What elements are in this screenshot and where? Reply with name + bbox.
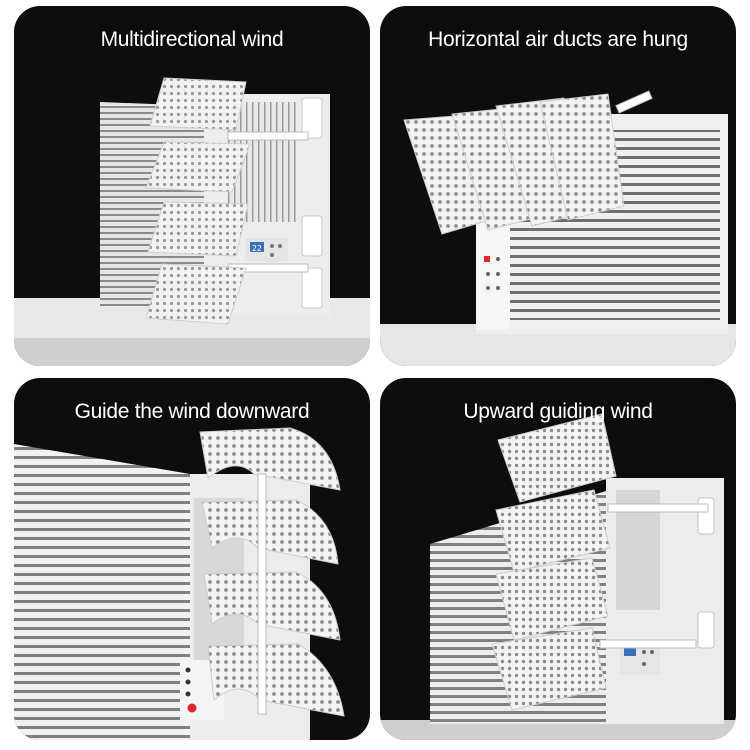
panel-upward-guiding: Upward guiding wind [380, 378, 736, 740]
panel-caption: Guide the wind downward [74, 400, 310, 423]
air-conditioner-illustration [14, 427, 345, 740]
panel-caption: Multidirectional wind [100, 28, 284, 51]
panel-multidirectional-wind: Multidirectional wind [14, 6, 370, 366]
perforated-deflector-icon [199, 427, 345, 717]
panel-horizontal-ducts: Horizontal air ducts are hung [380, 6, 736, 366]
control-panel-icon: 22 [246, 238, 288, 262]
mounting-clip-icon [257, 473, 267, 715]
mounting-clip-icon [615, 90, 653, 114]
air-conditioner-illustration: 22 [14, 77, 370, 366]
air-conditioner-illustration [380, 90, 736, 366]
perforated-deflector-icon [145, 77, 251, 325]
wall-shelf [380, 720, 736, 740]
air-conditioner-illustration [380, 413, 736, 740]
perforated-deflector-icon [403, 93, 625, 235]
mounting-clip-icon [599, 503, 709, 649]
perforated-deflector-icon [491, 413, 617, 711]
panel-caption: Upward guiding wind [463, 400, 653, 423]
power-button [484, 256, 490, 262]
control-panel-icon [620, 644, 660, 674]
panel-caption: Horizontal air ducts are hung [428, 28, 688, 51]
control-panel-icon [484, 256, 500, 290]
display-reading: 22 [252, 244, 262, 253]
panel-guide-downward: Guide the wind downward [14, 378, 370, 740]
power-button [187, 703, 197, 713]
